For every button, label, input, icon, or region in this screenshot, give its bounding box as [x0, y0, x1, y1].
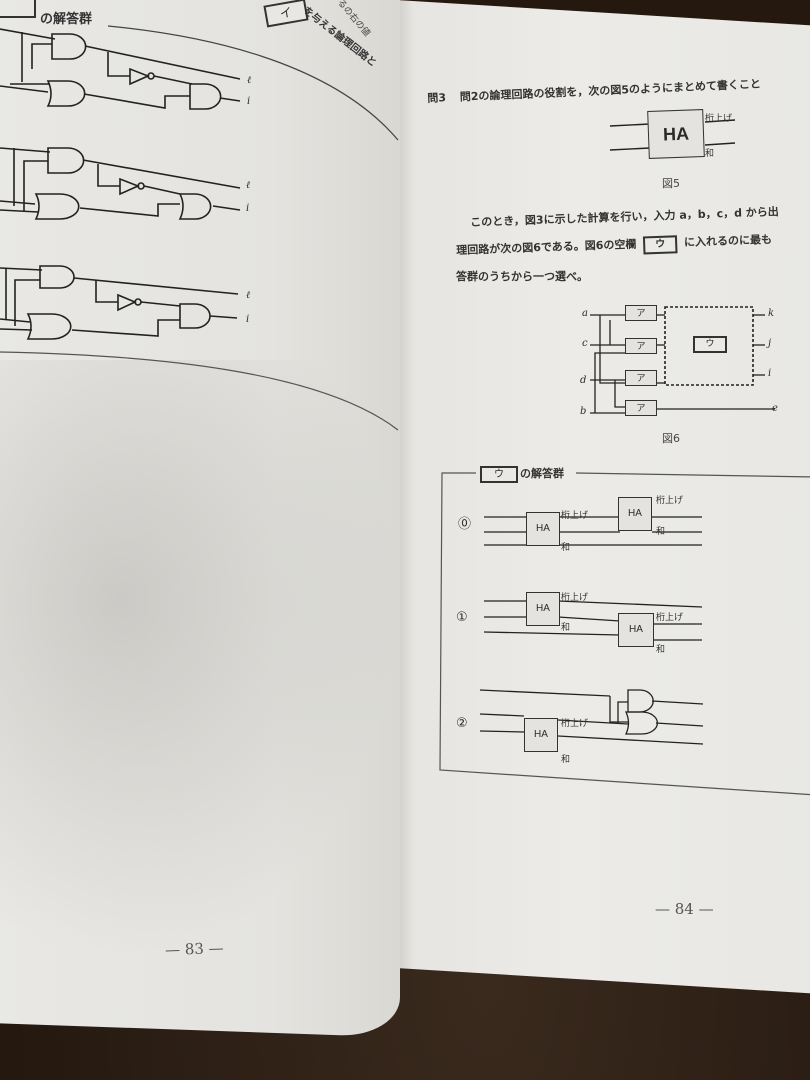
- fig5-caption: 図5: [662, 177, 680, 190]
- question-label: 問3: [427, 91, 447, 105]
- option-0-carry-2: 桁上げ: [656, 496, 684, 506]
- option-0-wires: [484, 516, 702, 546]
- option-1-wires: [483, 600, 703, 641]
- option-0-ha-2: HA: [618, 497, 652, 531]
- option-2-ha: HA: [524, 718, 558, 752]
- circuit-3: [0, 265, 239, 340]
- c1-output-i: i: [247, 96, 251, 107]
- question-text: 問2の論理回路の役割を，次の図5のようにまとめて書くこと: [459, 77, 762, 104]
- c2-output-l: ℓ: [246, 180, 251, 191]
- option-1-sum-1: 和: [561, 623, 571, 633]
- option-0-number[interactable]: ⓪: [458, 517, 472, 532]
- fig6-block-a-4: ア: [625, 400, 657, 416]
- blank-box-u: ウ: [642, 235, 678, 255]
- fig6-caption: 図6: [662, 432, 680, 445]
- option-2-sum: 和: [561, 755, 571, 765]
- option-0-carry-1: 桁上げ: [561, 511, 589, 521]
- fig6-wires: [590, 306, 775, 414]
- paragraph-line-2-pre: 理回路が次の図6である。図6の空欄: [456, 237, 637, 257]
- left-answer-group: の解答群 イ を与える論理回路と るの右の値 ℓ i: [0, 0, 400, 431]
- circuit-1: [0, 28, 241, 110]
- c3-output-i: i: [246, 314, 250, 325]
- fig5-sum-label: 和: [705, 149, 715, 159]
- option-0-sum-2: 和: [656, 527, 666, 537]
- option-2-carry: 桁上げ: [561, 719, 589, 729]
- option-2-number[interactable]: ②: [456, 716, 468, 731]
- option-1-carry-1: 桁上げ: [561, 593, 589, 603]
- paragraph-line-3: 答群のうちから一つ選べ。: [456, 270, 588, 283]
- fig6-input-a: a: [582, 308, 588, 319]
- answer-header-title: の解答群: [520, 467, 564, 480]
- fig6-output-k: k: [768, 308, 775, 319]
- option-2-wires: [479, 689, 704, 745]
- circuit-2: [0, 147, 241, 220]
- fig6-output-e: e: [772, 403, 778, 414]
- fig6-input-b: b: [580, 406, 587, 417]
- c2-output-i: i: [246, 203, 250, 214]
- fig5-wires: [609, 119, 736, 151]
- fig6-output-j: j: [768, 338, 772, 349]
- left-header-box: [0, 0, 36, 18]
- fig6-output-i: i: [768, 368, 772, 379]
- option-0-ha-1: HA: [526, 512, 560, 546]
- fig6-block-a-1: ア: [625, 305, 657, 321]
- left-header-title: の解答群: [40, 12, 93, 27]
- page-shadow: [0, 360, 400, 960]
- fig5-carry-label: 桁上げ: [705, 114, 733, 124]
- answer-header-box: ウ: [480, 466, 518, 483]
- option-1-number[interactable]: ①: [456, 610, 468, 625]
- right-page-number: — 84 —: [655, 900, 714, 918]
- paragraph-line-2-post: に入れるのに最も: [683, 232, 773, 250]
- fig6-input-d: d: [580, 375, 587, 386]
- answer-group-frame-right: [439, 472, 810, 796]
- option-1-ha-1: HA: [526, 592, 560, 626]
- option-1-ha-2: HA: [618, 613, 654, 647]
- c1-output-l: ℓ: [247, 75, 252, 86]
- option-1-carry-2: 桁上げ: [656, 613, 684, 623]
- c3-output-l: ℓ: [246, 290, 251, 301]
- fig5-ha-block: HA: [647, 109, 705, 159]
- fig6-center-box-u: ウ: [693, 336, 727, 353]
- fig6-block-a-2: ア: [625, 338, 657, 354]
- option-0-sum-1: 和: [561, 543, 571, 553]
- paragraph-line-2: 理回路が次の図6である。図6の空欄 ウ に入れるのに最も: [456, 231, 772, 261]
- option-1-sum-2: 和: [656, 645, 666, 655]
- paragraph-line-1: このとき，図3に示した計算を行い，入力 a，b，c，d から出: [470, 205, 780, 229]
- question-heading: 問3 問2の論理回路の役割を，次の図5のようにまとめて書くこと: [427, 75, 761, 106]
- answer-group-frame: [0, 25, 399, 431]
- fig6-input-c: c: [582, 338, 588, 349]
- fig6-block-a-3: ア: [625, 370, 657, 386]
